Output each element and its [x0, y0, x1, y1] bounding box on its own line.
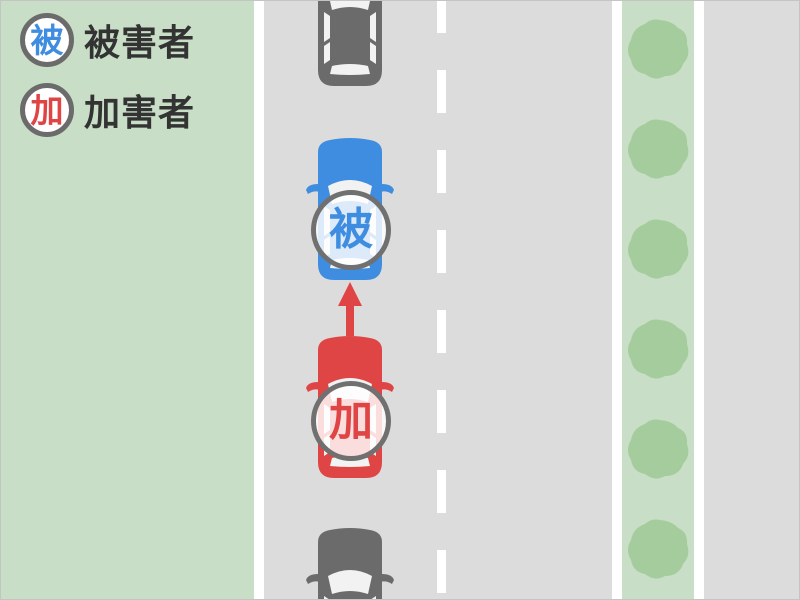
car-top-icon	[306, 0, 394, 86]
left-edge-line	[254, 0, 264, 600]
legend-offender: 加 加害者	[20, 83, 195, 137]
tree-icon	[628, 419, 689, 479]
victim-legend-label: 被害者	[84, 23, 196, 64]
car-bottom-icon	[306, 528, 394, 600]
direction-arrow-icon	[338, 282, 362, 336]
tree-icon	[628, 119, 689, 179]
offender-badge: 加	[311, 381, 391, 461]
victim-badge: 被	[311, 190, 391, 270]
median-edge-line	[694, 0, 704, 600]
victim-legend-badge: 被	[20, 13, 74, 67]
tree-icon	[628, 319, 689, 379]
legend-victim: 被 被害者	[20, 13, 195, 67]
tree-icon	[628, 519, 689, 579]
offender-legend-badge: 加	[20, 83, 74, 137]
tree-icon	[628, 19, 689, 79]
offender-legend-label: 加害者	[84, 93, 196, 134]
right-edge-line	[612, 0, 622, 600]
tree-icon	[628, 219, 689, 279]
median-strip	[622, 0, 694, 600]
trees	[628, 19, 689, 579]
opposite-road	[704, 0, 800, 600]
center-dashed-line	[437, 0, 446, 593]
